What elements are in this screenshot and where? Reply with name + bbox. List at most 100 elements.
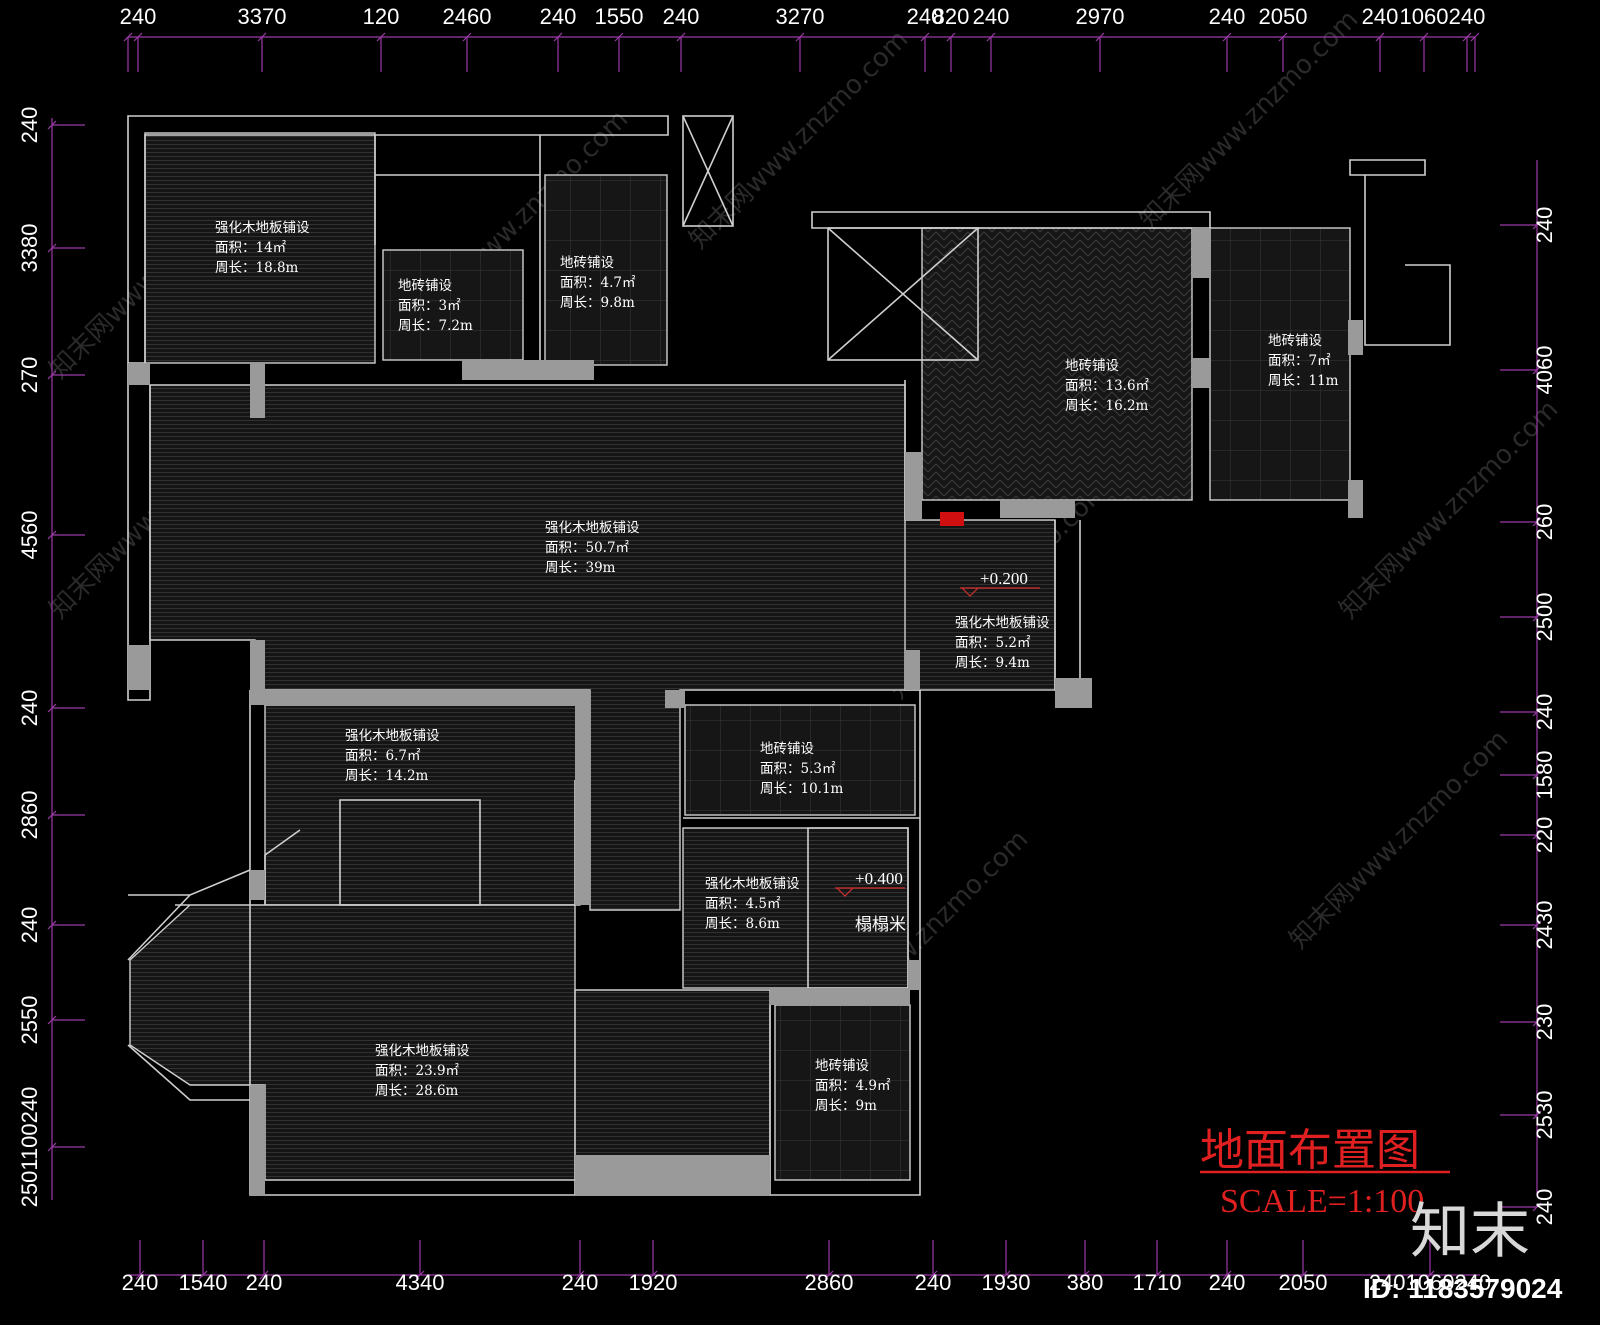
room-floor-type: 地砖铺设 <box>760 741 814 757</box>
brand-logo: 知末 <box>1410 1197 1530 1267</box>
room-perimeter: 周长：10.1m <box>760 781 844 797</box>
top-dim-label: 240 <box>120 4 157 29</box>
top-dim-label: 2460 <box>443 4 492 29</box>
top-dim-label: 240 <box>1209 4 1246 29</box>
room-perimeter: 周长：39m <box>545 560 616 576</box>
room-perimeter: 周长：8.6m <box>705 916 780 932</box>
room-labels: 强化木地板铺设面积：14㎡周长：18.8m地砖铺设面积：3㎡周长：7.2m地砖铺… <box>215 220 1339 1114</box>
right-dim-label: 2500 <box>1532 593 1557 642</box>
top-dim-label: 240 <box>540 4 577 29</box>
level-markers <box>835 587 1040 897</box>
walls <box>129 132 1351 1181</box>
left-dim-label: 240 <box>17 690 42 727</box>
bottom-dim-label: 240 <box>122 1270 159 1295</box>
room-floor-type: 地砖铺设 <box>1268 333 1322 349</box>
bottom-dim-label: 240 <box>246 1270 283 1295</box>
top-dim-label: 240 <box>973 4 1010 29</box>
bath-floor-1 <box>382 249 524 361</box>
bottom-dim-label: 240 <box>1209 1270 1246 1295</box>
top-dim-label: 240 <box>1362 4 1399 29</box>
right-dim-label: 1580 <box>1532 751 1557 800</box>
kitchen-floor <box>921 227 1193 501</box>
left-dim-label: 4560 <box>17 511 42 560</box>
room-area: 面积：3㎡ <box>398 298 461 314</box>
room-perimeter: 周长：9m <box>815 1098 877 1114</box>
watermark-text: 知末网www.znzmo.com <box>684 24 915 255</box>
room-area: 面积：5.3㎡ <box>760 761 836 777</box>
room-floor-type: 地砖铺设 <box>398 278 452 294</box>
tatami-label: 榻榻米 <box>855 915 906 935</box>
bottom-dim-label: 1710 <box>1133 1270 1182 1295</box>
room-perimeter: 周长：14.2m <box>345 768 429 784</box>
left-dim-label: 2860 <box>17 791 42 840</box>
right-dim-label: 240 <box>1532 694 1557 731</box>
bath-floor-3 <box>684 704 916 816</box>
drawing-scale: SCALE=1:100 <box>1220 1183 1424 1220</box>
room-perimeter: 周长：11m <box>1268 373 1339 389</box>
room-floor-type: 地砖铺设 <box>815 1058 869 1074</box>
bath-floor-4 <box>774 1004 911 1181</box>
top-dim-label: 3270 <box>776 4 825 29</box>
left-dim-label: 240 <box>17 907 42 944</box>
room-perimeter: 周长：9.4m <box>955 655 1030 671</box>
room-floor-type: 强化木地板铺设 <box>955 615 1050 631</box>
right-dim-label: 2430 <box>1532 901 1557 950</box>
room-area: 面积：6.7㎡ <box>345 748 421 764</box>
drawing-title: 地面布置图 <box>1200 1125 1420 1176</box>
bath-floor-2 <box>544 174 668 366</box>
balcony-floor <box>1209 227 1351 501</box>
top-dim-label: 2050 <box>1259 4 1308 29</box>
level-label-2: +0.400 <box>855 869 903 888</box>
room-area: 面积：13.6㎡ <box>1065 378 1150 394</box>
room-floor-type: 地砖铺设 <box>1065 358 1119 374</box>
top-dim-label: 120 <box>363 4 400 29</box>
watermark-text: 知末网www.znzmo.com <box>1334 394 1565 625</box>
top-dim-label: 240 <box>663 4 700 29</box>
top-dim-label: 3370 <box>238 4 287 29</box>
room-floor-type: 地砖铺设 <box>560 255 614 271</box>
red-marker <box>940 512 964 526</box>
right-dim-label: 2530 <box>1532 1091 1557 1140</box>
room-area: 面积：4.7㎡ <box>560 275 636 291</box>
right-dim-label: 260 <box>1532 504 1557 541</box>
right-dim-label: 220 <box>1532 817 1557 854</box>
bottom-dim-label: 2860 <box>805 1270 854 1295</box>
top-dim-label: 240 <box>1449 4 1486 29</box>
top-dim-label: 1060 <box>1400 4 1449 29</box>
bottom-dim-label: 1930 <box>982 1270 1031 1295</box>
level-label-1: +0.200 <box>980 569 1028 588</box>
image-id: ID: 1183579024 <box>1363 1273 1563 1304</box>
wall-columns <box>128 228 1363 1195</box>
bottom-dim-label: 380 <box>1067 1270 1104 1295</box>
top-dim-label: 2970 <box>1076 4 1125 29</box>
right-dim-label: 230 <box>1532 1004 1557 1041</box>
room-perimeter: 周长：18.8m <box>215 260 299 276</box>
study-floor <box>682 827 909 989</box>
left-dim-label: 3380 <box>17 224 42 273</box>
watermark-text: 知末网www.znzmo.com <box>1284 724 1515 955</box>
bottom-dim-label: 240 <box>562 1270 599 1295</box>
left-dim-label: 270 <box>17 357 42 394</box>
bottom-dim-label: 1540 <box>179 1270 228 1295</box>
left-dim-label: 240 <box>17 107 42 144</box>
top-dim-label: 820 <box>933 4 970 29</box>
bedroom-floor <box>144 132 376 364</box>
room-perimeter: 周长：16.2m <box>1065 398 1149 414</box>
bottom-dim-label: 240 <box>915 1270 952 1295</box>
platform-floor <box>904 519 1056 691</box>
